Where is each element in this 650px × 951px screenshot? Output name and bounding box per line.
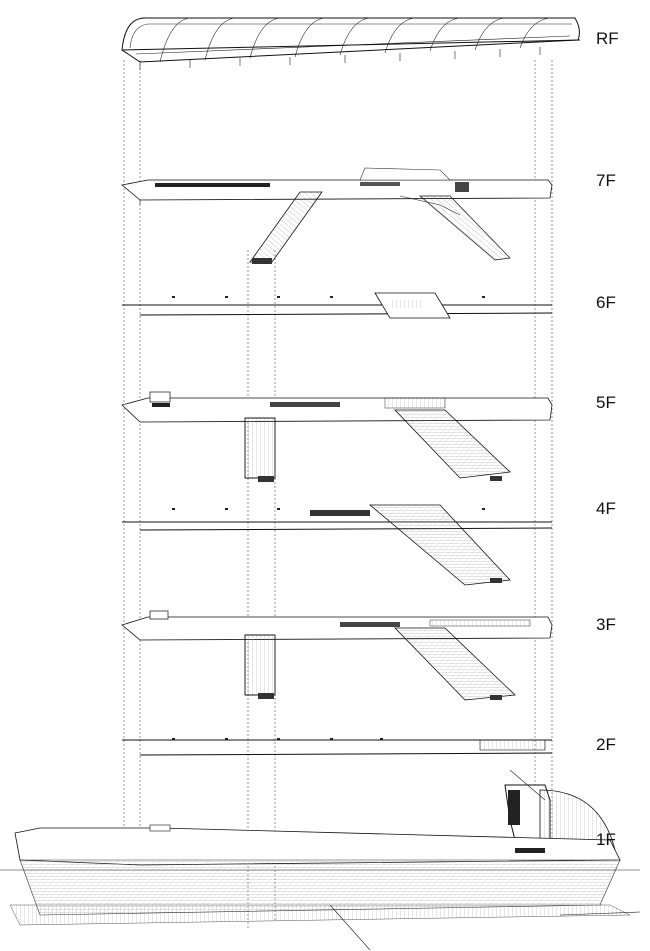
floor-label-4f: 4F: [596, 499, 616, 518]
floor-label-2f: 2F: [596, 735, 616, 754]
floor-3f-plan: [121, 610, 553, 701]
floor-5f-plan: [121, 391, 553, 482]
floor-label-5f: 5F: [596, 393, 616, 412]
floor-4f-plan: [122, 504, 553, 586]
floor-7f-plan: [121, 167, 553, 264]
floor-6f-plan: [122, 292, 553, 319]
floor-label-6f: 6F: [596, 293, 616, 312]
floor-label-rf: RF: [596, 29, 619, 48]
floor-labels: RF 7F 6F 5F 4F 3F 2F 1F: [596, 29, 619, 849]
roof-structure: [121, 17, 581, 70]
floor-label-3f: 3F: [596, 615, 616, 634]
floor-label-1f: 1F: [596, 830, 616, 849]
floor-2f-plan: [122, 738, 553, 756]
floor-label-7f: 7F: [596, 171, 616, 190]
floor-1f-plan: [0, 769, 641, 951]
